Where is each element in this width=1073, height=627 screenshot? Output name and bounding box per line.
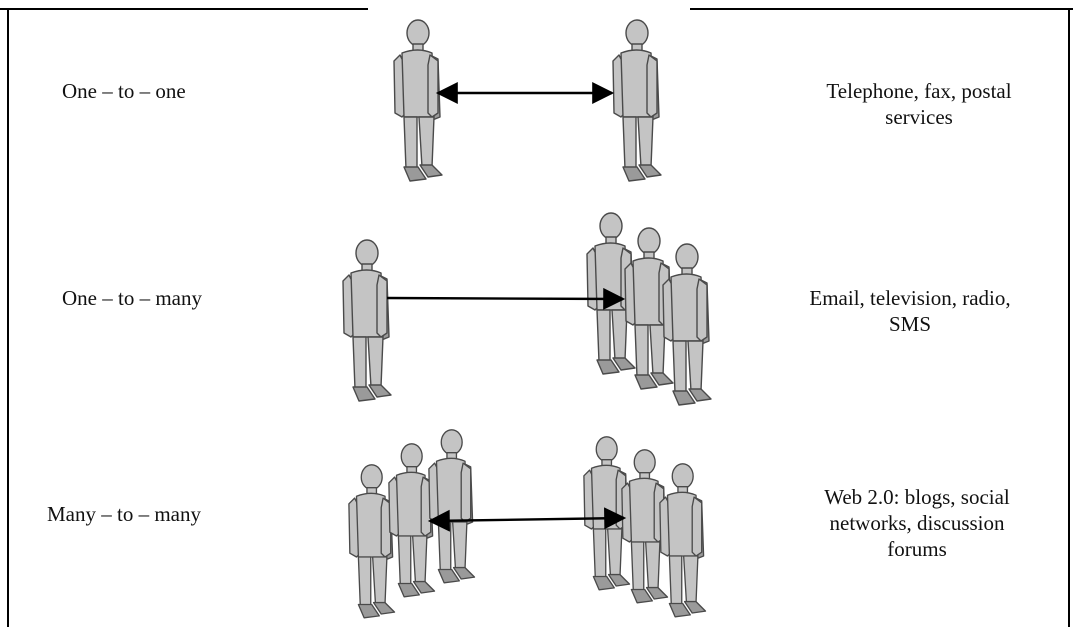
examples-line: SMS xyxy=(888,312,932,336)
examples-line: networks, discussion xyxy=(829,511,1005,535)
examples-line: services xyxy=(885,105,953,129)
person-icon xyxy=(428,429,476,584)
person-icon xyxy=(624,227,674,390)
double-arrow-icon xyxy=(427,507,627,532)
examples-many-to-many: Web 2.0: blogs, social networks, discuss… xyxy=(777,484,1057,562)
examples-line: Web 2.0: blogs, social xyxy=(824,485,1010,509)
right-border xyxy=(1068,8,1070,627)
mode-one-to-one: One – to – one xyxy=(62,79,186,103)
examples-one-to-many: Email, television, radio, SMS xyxy=(770,285,1050,337)
person-icon xyxy=(662,243,712,406)
examples-line: Telephone, fax, postal xyxy=(826,79,1012,103)
person-icon xyxy=(621,449,669,604)
person-icon xyxy=(388,443,436,598)
mode-many-to-many: Many – to – many xyxy=(47,502,201,526)
person-icon xyxy=(659,463,707,618)
left-border xyxy=(7,8,9,627)
top-border-left xyxy=(0,8,368,10)
person-icon xyxy=(393,19,443,182)
examples-line: forums xyxy=(887,537,947,561)
top-border-right xyxy=(690,8,1073,10)
examples-line: Email, television, radio, xyxy=(809,286,1011,310)
right-arrow-icon xyxy=(386,287,626,310)
person-icon xyxy=(342,239,392,402)
person-icon xyxy=(612,19,662,182)
mode-one-to-many: One – to – many xyxy=(62,286,202,310)
examples-one-to-one: Telephone, fax, postal services xyxy=(779,78,1059,130)
person-icon xyxy=(348,464,396,619)
